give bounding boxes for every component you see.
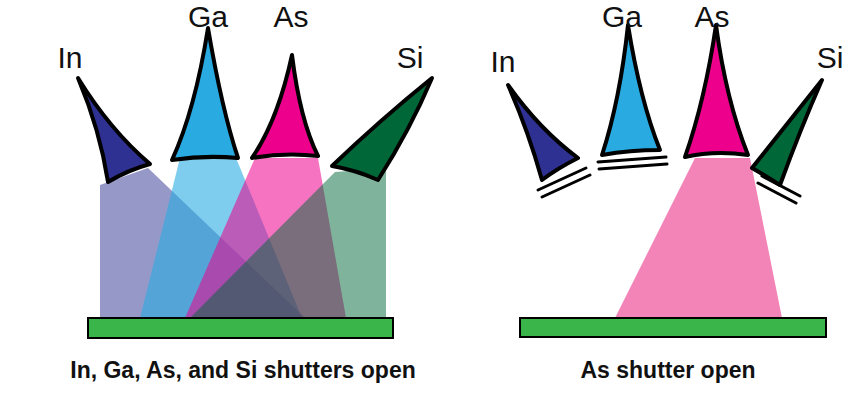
ga-cell	[602, 25, 660, 155]
substrate	[88, 318, 393, 338]
shutters	[538, 157, 800, 203]
cells-left	[78, 28, 432, 182]
ga-shutter	[598, 157, 666, 162]
caption-label: As shutter open	[580, 359, 755, 382]
as-cell	[685, 25, 748, 157]
ga-shutter	[599, 164, 667, 169]
substrate	[520, 318, 826, 337]
cell-label: Si	[397, 43, 424, 73]
si-shutter	[758, 183, 796, 203]
cell-label: As	[694, 2, 729, 32]
cells-right	[508, 25, 822, 185]
cell-label: Ga	[188, 2, 228, 32]
si-shutter	[762, 176, 800, 196]
cell-label: In	[57, 43, 82, 73]
cell-label: Si	[817, 43, 844, 73]
si-cell	[332, 78, 432, 180]
in-cell	[508, 85, 578, 180]
in-cell	[78, 78, 150, 182]
caption-label: In, Ga, As, and Si shutters open	[70, 359, 415, 382]
cell-label: Ga	[602, 2, 642, 32]
in-shutter	[542, 175, 590, 197]
ga-cell	[172, 28, 238, 160]
cell-label: In	[490, 47, 515, 77]
beams-left	[100, 158, 386, 318]
si-cell	[752, 80, 822, 185]
as-cell	[252, 55, 318, 158]
cell-label: As	[273, 2, 308, 32]
si-beam	[190, 168, 386, 318]
